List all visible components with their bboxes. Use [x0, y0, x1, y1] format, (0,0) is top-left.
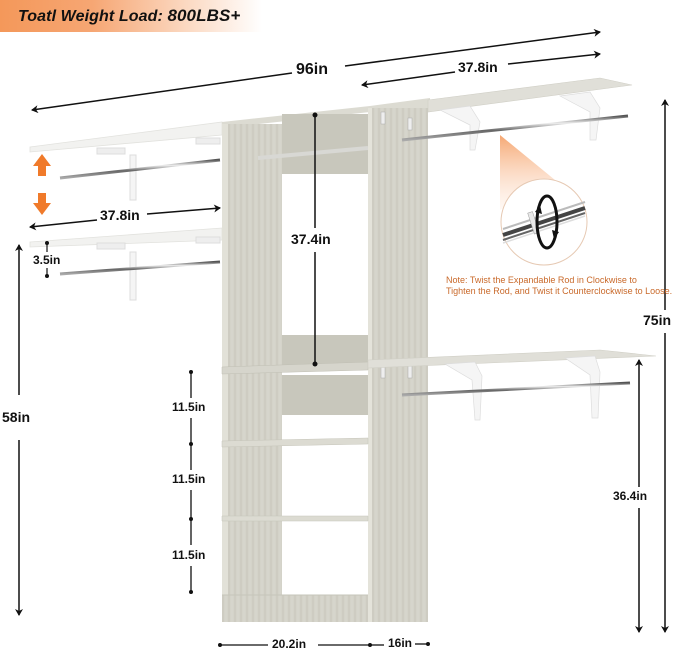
center-height-dimension — [312, 112, 318, 367]
right-shelf-width-label: 37.8in — [458, 59, 498, 75]
cubby-height-label-1: 11.5in — [172, 400, 206, 414]
upper-right-shelf — [401, 77, 633, 151]
total-width-dimension — [31, 28, 601, 114]
rod-offset-dimension — [45, 241, 49, 278]
total-width-label: 96in — [296, 61, 329, 78]
rotate-clockwise-icon — [535, 194, 559, 250]
weight-load-value: 800LBS+ — [167, 6, 241, 25]
tower-width-label: 20.2in — [272, 637, 307, 651]
upper-left-shelf — [29, 121, 223, 201]
cubby-height-label-2: 11.5in — [172, 472, 206, 486]
lower-right-shelf — [367, 349, 657, 421]
tower-depth-label: 16in — [388, 636, 413, 650]
note-line-2: Tighten the Rod, and Twist it Counterclo… — [446, 286, 673, 296]
weight-load-text: Toatl Weight Load: 800LBS+ — [18, 6, 240, 26]
cubby-height-label-3: 11.5in — [172, 548, 206, 562]
center-height-label: 37.4in — [291, 231, 331, 247]
weight-load-label: Toatl Weight Load: — [18, 8, 163, 25]
left-shelf-width-label: 37.8in — [100, 207, 140, 223]
weight-load-banner: Toatl Weight Load: 800LBS+ — [0, 0, 262, 32]
center-tower — [221, 98, 430, 622]
rod-detail-inset — [500, 135, 588, 266]
right-lower-height-label: 36.4in — [613, 489, 648, 503]
adjust-arrows-icon — [33, 154, 51, 215]
rod-offset-label: 3.5in — [33, 253, 61, 267]
left-height-label: 58in — [2, 409, 31, 425]
right-shelf-width-dimension — [361, 50, 601, 89]
note-line-1: Note: Twist the Expandable Rod in Clockw… — [446, 275, 637, 285]
left-shelf-width-dimension — [29, 204, 221, 231]
rod-twist-note: Note: Twist the Expandable Rod in Clockw… — [446, 275, 676, 297]
total-height-label: 75in — [643, 312, 672, 328]
bottom-width-dimensions — [218, 642, 430, 647]
cubby-height-dimensions — [189, 370, 193, 594]
